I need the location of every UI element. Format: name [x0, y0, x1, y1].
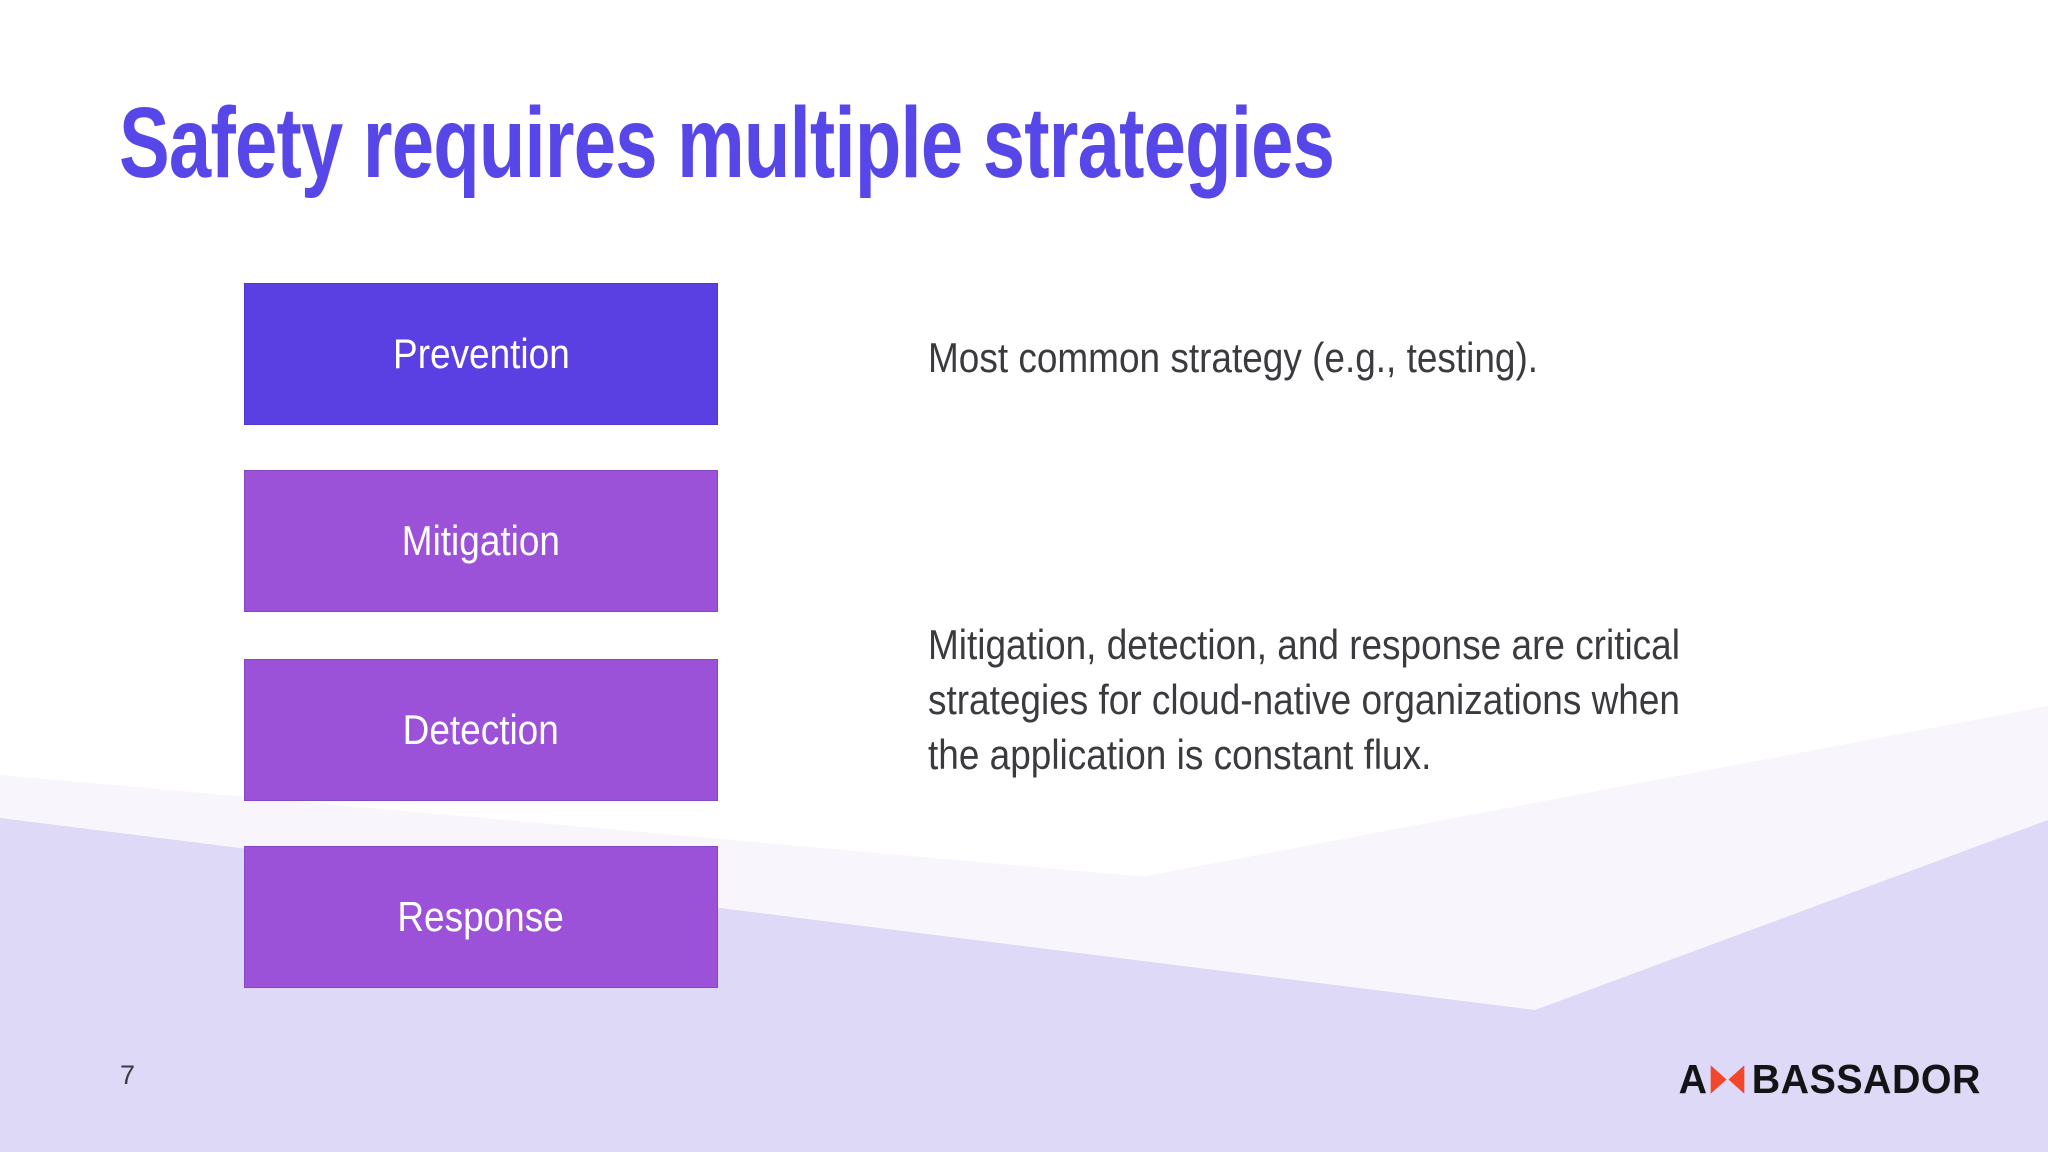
- logo-suffix: BASSADOR: [1752, 1056, 1982, 1102]
- note-prevention-text: Most common strategy (e.g., testing).: [928, 334, 1539, 381]
- strategy-label-mitigation: Mitigation: [401, 517, 561, 564]
- strategy-box-mitigation: Mitigation: [244, 470, 718, 612]
- slide-title: Safety requires multiple strategies: [119, 87, 1335, 199]
- page-number: 7: [120, 1060, 136, 1090]
- bowtie-icon: [1711, 1065, 1745, 1094]
- logo-prefix: A: [1678, 1056, 1708, 1102]
- note-mitigation-line-2: strategies for cloud-native organization…: [928, 676, 1680, 723]
- note-prevention: Most common strategy (e.g., testing).: [928, 330, 1621, 385]
- strategy-box-detection: Detection: [244, 659, 718, 801]
- strategy-label-response: Response: [397, 893, 565, 940]
- strategy-box-response: Response: [244, 846, 718, 988]
- ambassador-logo: A BASSADOR: [1678, 1056, 1986, 1103]
- strategy-label-prevention: Prevention: [392, 330, 570, 377]
- strategy-box-prevention: Prevention: [244, 283, 718, 425]
- note-mitigation-line-1: Mitigation, detection, and response are …: [928, 621, 1680, 668]
- note-mitigation-line-3: the application is constant flux.: [928, 731, 1432, 778]
- strategy-label-detection: Detection: [402, 706, 560, 753]
- note-mitigation: Mitigation, detection, and response are …: [928, 617, 1782, 782]
